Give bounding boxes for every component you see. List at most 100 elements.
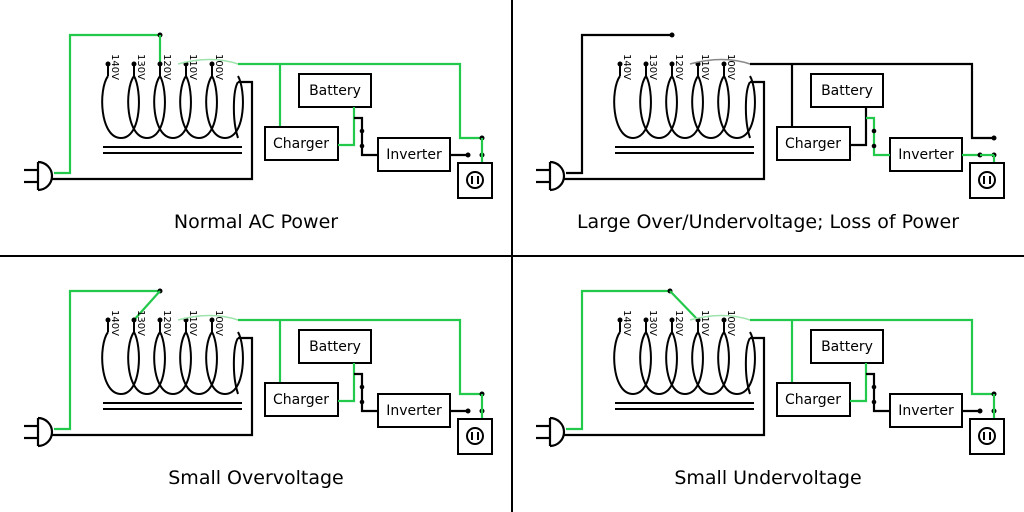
transformer-coil-end [744,337,751,395]
outlet-icon [466,427,484,445]
transformer-coil-loop [717,75,756,140]
tap-terminal [209,317,215,323]
transformer-coil-loop [691,331,730,396]
battery-label: Battery [821,339,873,355]
transformer-coil-loop [101,75,140,140]
tap-label: 100V [213,54,224,80]
transformer-coil-loop [639,75,678,140]
ac-output-wire [750,318,994,396]
junction-dot [359,384,365,390]
battery-box [810,329,884,364]
neutral-wire [52,80,254,181]
inverter-label: Inverter [386,147,442,163]
tap-label: 100V [725,54,736,80]
tap-terminal [669,61,675,67]
tap-label: 140V [109,54,120,80]
ac-output-wire [238,318,482,396]
charger-box [776,382,851,417]
charger-label: Charger [785,136,841,152]
tap-label: 140V [621,310,632,336]
junction-dot [359,399,365,405]
transformer-coil-loop [179,75,218,140]
panel-title: Normal AC Power [174,211,338,233]
transfer-contact [465,408,471,414]
tap-terminal [131,317,137,323]
output-tap-wire [689,314,751,321]
tap-label: 120V [161,54,172,80]
panel-title: Small Overvoltage [168,467,344,489]
selector-pivot [669,32,675,38]
tap-label: 110V [187,54,198,80]
battery-box [810,73,884,108]
transformer-coil-loop [717,331,756,396]
battery-inverter-wire [866,372,890,413]
transformer-coil-loop [665,331,704,396]
outlet-icon [978,171,996,189]
charger-battery-wire [850,363,868,403]
transformer-coil-loop [205,75,244,140]
panel-title: Small Undervoltage [674,467,861,489]
plug-icon [548,416,566,448]
tap-terminal [105,61,111,67]
outlet-box [969,162,1005,199]
transformer-coil-loop [665,75,704,140]
tap-label: 130V [647,54,658,80]
ac-output-wire [238,62,482,140]
plug-icon [36,416,54,448]
inverter-box [889,137,963,172]
inverter-label: Inverter [386,403,442,419]
tap-terminal [105,317,111,323]
neutral-wire [52,336,254,437]
charger-label: Charger [785,392,841,408]
output-tap-wire [689,58,751,65]
plug-icon [548,160,566,192]
junction-dot [359,128,365,134]
mains-live-wire [566,33,672,175]
transformer-coil-loop [613,75,652,140]
output-tap-wire [177,314,239,321]
tap-terminal [209,61,215,67]
tap-label: 100V [213,310,224,336]
transformer-coil-end [232,337,239,395]
battery-inverter-wire [866,116,890,157]
tap-label: 120V [673,310,684,336]
tap-selector-arm [133,290,161,321]
tap-label: 100V [725,310,736,336]
panel-title: Large Over/Undervoltage; Loss of Power [577,211,959,233]
tap-label: 140V [621,54,632,80]
tap-label: 110V [699,54,710,80]
tap-terminal [617,317,623,323]
transfer-contact [465,152,471,158]
tap-label: 140V [109,310,120,336]
transformer-coil-loop [127,331,166,396]
transformer-coil-loop [153,331,192,396]
tap-label: 130V [135,54,146,80]
inverter-box [377,137,451,172]
transformer-coil-loop [691,75,730,140]
outlet-box [457,162,493,199]
transformer-coil-loop [153,75,192,140]
charger-battery-wire [338,107,356,147]
tap-selector-arm [669,290,699,321]
tap-terminal [157,317,163,323]
mains-live-wire [54,33,160,175]
inverter-label: Inverter [898,403,954,419]
tap-label: 130V [135,310,146,336]
transformer-coil-end [744,81,751,139]
tap-label: 120V [161,310,172,336]
charger-label: Charger [273,136,329,152]
neutral-wire [564,80,766,181]
battery-box [298,329,372,364]
tap-terminal [617,61,623,67]
tap-terminal [157,61,163,67]
tap-label: 110V [187,310,198,336]
outlet-icon [466,171,484,189]
tap-terminal [643,61,649,67]
junction-dot [871,384,877,390]
transformer-coil-end [232,81,239,139]
battery-label: Battery [821,83,873,99]
